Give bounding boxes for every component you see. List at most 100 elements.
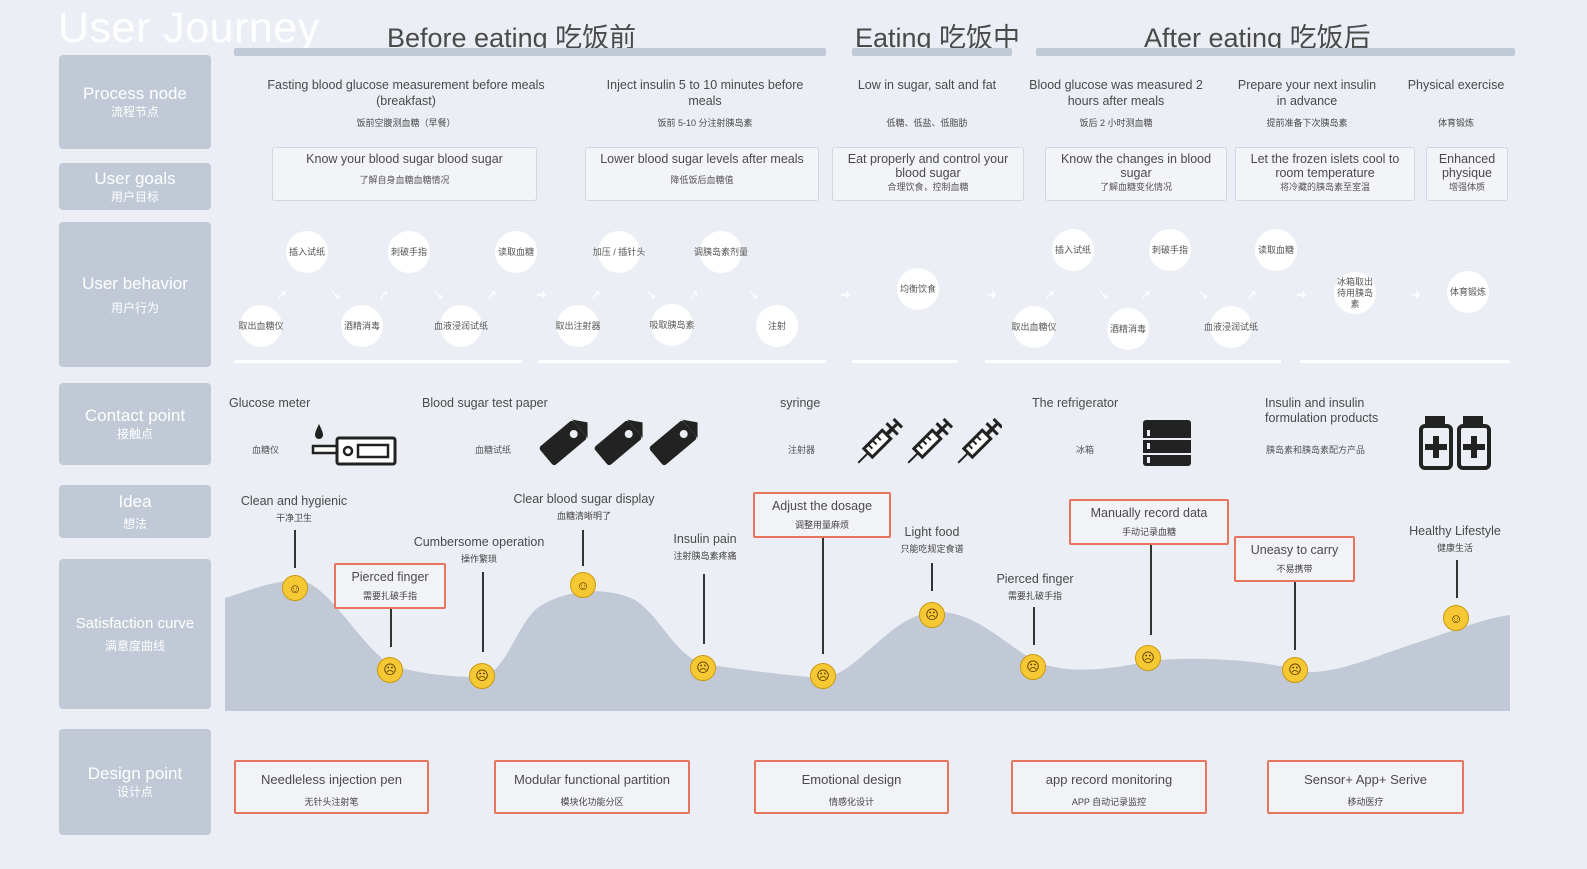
design-point-3: Emotional design 情感化设计: [754, 760, 949, 814]
divider: [985, 360, 1281, 363]
idea-text-cn: 手动记录血糖: [1121, 527, 1176, 537]
design-text-cn: 模块化功能分区: [560, 797, 624, 807]
contact-syringe: syringe: [780, 396, 821, 410]
idea-text: Insulin pain: [673, 532, 737, 546]
connector-line: [703, 574, 705, 644]
goal-3: Eat properly and control your blood suga…: [832, 147, 1024, 201]
process-node-6: Physical exercise: [1407, 78, 1505, 92]
process-node-4: Blood glucose was measured 2 hours after…: [1029, 78, 1203, 108]
behavior-node: 取出血糖仪: [1012, 306, 1057, 348]
idea-text: Healthy Lifestyle: [1409, 524, 1501, 538]
goal-5: Let the frozen islets cool to room tempe…: [1235, 147, 1415, 201]
behavior-node: 读取血糖: [495, 231, 537, 273]
crying-face-icon: ☹: [919, 602, 945, 628]
goal-text: Lower blood sugar levels after meals: [600, 152, 804, 166]
row-label: Contact point: [84, 406, 186, 425]
row-label-cn: 想法: [122, 516, 147, 531]
design-point-5: Sensor+ App+ Serive 移动医疗: [1267, 760, 1464, 814]
idea-text: Cumbersome operation: [413, 535, 545, 549]
idea-2: Pierced finger 需要扎破手指: [334, 563, 446, 609]
row-label-cn: 设计点: [116, 785, 153, 799]
row-label-cn: 用户行为: [110, 300, 159, 315]
idea-1: Clean and hygienic 干净卫生: [233, 494, 355, 524]
refrigerator-icon: [1141, 418, 1193, 470]
connector-line: [931, 563, 933, 591]
crying-face-icon: ☹: [377, 657, 403, 683]
connector-line: [1456, 560, 1458, 598]
idea-text-cn: 调整用量麻烦: [794, 520, 849, 530]
behavior-node: 刺破手指: [388, 231, 430, 273]
row-idea: Idea 想法: [59, 485, 211, 538]
idea-text-cn: 注射胰岛素疼痛: [673, 551, 737, 561]
idea-text: Adjust the dosage: [771, 499, 873, 513]
design-text-cn: APP 自动记录监控: [1071, 797, 1147, 807]
design-text-cn: 情感化设计: [828, 797, 874, 807]
goal-text-cn: 合理饮食，控制血糖: [887, 182, 969, 192]
process-node-3: Low in sugar, salt and fat: [857, 78, 997, 92]
idea-9: Manually record data 手动记录血糖: [1069, 499, 1229, 545]
idea-text: Manually record data: [1090, 506, 1208, 520]
contact-glucose-meter: Glucose meter: [229, 396, 311, 410]
idea-4: Clear blood sugar display 血糖清晰明了: [510, 492, 658, 522]
idea-text: Light food: [904, 525, 960, 539]
process-node-2-cn: 饭前 5-10 分注射胰岛素: [657, 118, 753, 128]
idea-text: Clear blood sugar display: [513, 492, 655, 506]
glucose-meter-icon: [311, 420, 397, 468]
process-node-1: Fasting blood glucose measurement before…: [267, 78, 545, 108]
row-label: Process node: [83, 84, 187, 103]
goal-2: Lower blood sugar levels after meals 降低饭…: [585, 147, 819, 201]
idea-text-cn: 只能吃规定食谱: [900, 544, 964, 554]
connector-line: [1150, 545, 1152, 635]
idea-text: Pierced finger: [351, 570, 429, 584]
goal-text-cn: 将冷藏的胰岛素至室温: [1279, 182, 1370, 192]
design-text-cn: 移动医疗: [1347, 797, 1384, 807]
design-point-1: Needleless injection pen 无针头注射笔: [234, 760, 429, 814]
contact-insulin-products-cn: 胰岛素和胰岛素配方产品: [1266, 445, 1366, 455]
design-text: Sensor+ App+ Serive: [1304, 772, 1427, 787]
idea-text-cn: 操作繁琐: [460, 554, 497, 564]
arrow-up-right-icon: ↗: [590, 287, 601, 302]
row-user-goals: User goals 用户目标: [59, 163, 211, 210]
design-point-4: app record monitoring APP 自动记录监控: [1011, 760, 1207, 814]
arrow-up-right-icon: ↗: [378, 287, 389, 302]
behavior-node: 调胰岛素剂量: [694, 231, 748, 273]
goal-text-cn: 降低饭后血糖值: [670, 175, 734, 185]
arrow-up-right-icon: ↗: [1140, 287, 1151, 302]
satisfaction-curve-area: [225, 579, 1510, 711]
behavior-node: 酒精消毒: [1107, 308, 1149, 350]
goal-text: Know the changes in blood sugar: [1060, 152, 1212, 180]
behavior-node: 血液浸润试纸: [1204, 306, 1258, 348]
idea-text: Clean and hygienic: [240, 494, 348, 508]
arrow-up-right-icon: ↗: [688, 287, 699, 302]
behavior-node: 注射: [756, 305, 798, 347]
contact-test-paper-cn: 血糖试纸: [475, 445, 512, 455]
behavior-node: 刺破手指: [1149, 229, 1191, 271]
crying-face-icon: ☹: [1282, 657, 1308, 683]
idea-text-cn: 血糖清晰明了: [556, 511, 611, 521]
process-node-5-cn: 提前准备下次胰岛素: [1266, 118, 1348, 128]
connector-line: [1294, 582, 1296, 650]
phase-before-bar: [234, 48, 826, 56]
crying-face-icon: ☹: [690, 655, 716, 681]
arrow-up-right-icon: ↗: [276, 287, 287, 302]
design-text: Emotional design: [801, 772, 902, 787]
connector-line: [482, 572, 484, 652]
row-label: Idea: [118, 491, 152, 511]
row-label-cn: 流程节点: [110, 105, 159, 119]
divider: [234, 360, 522, 363]
divider: [538, 360, 826, 363]
goal-text: Let the frozen islets cool to room tempe…: [1250, 152, 1400, 180]
process-node-6-cn: 体育锻炼: [1437, 118, 1474, 128]
contact-test-paper: Blood sugar test paper: [422, 396, 548, 410]
arrow-up-right-icon: ↗: [1044, 287, 1055, 302]
happy-face-icon: ☺: [282, 575, 308, 601]
process-node-3-cn: 低糖、低盐、低脂肪: [886, 118, 968, 128]
arrow-down-right-icon: ↘: [748, 287, 759, 302]
row-satisfaction-curve: Satisfaction curve 满意度曲线: [59, 559, 211, 709]
behavior-node: 取出注射器: [556, 305, 601, 347]
idea-text-cn: 干净卫生: [275, 513, 312, 523]
idea-11: Healthy Lifestyle 健康生活: [1398, 524, 1512, 554]
row-label-cn: 接触点: [116, 427, 153, 441]
design-text-cn: 无针头注射笔: [304, 797, 359, 807]
connector-line: [390, 609, 392, 647]
